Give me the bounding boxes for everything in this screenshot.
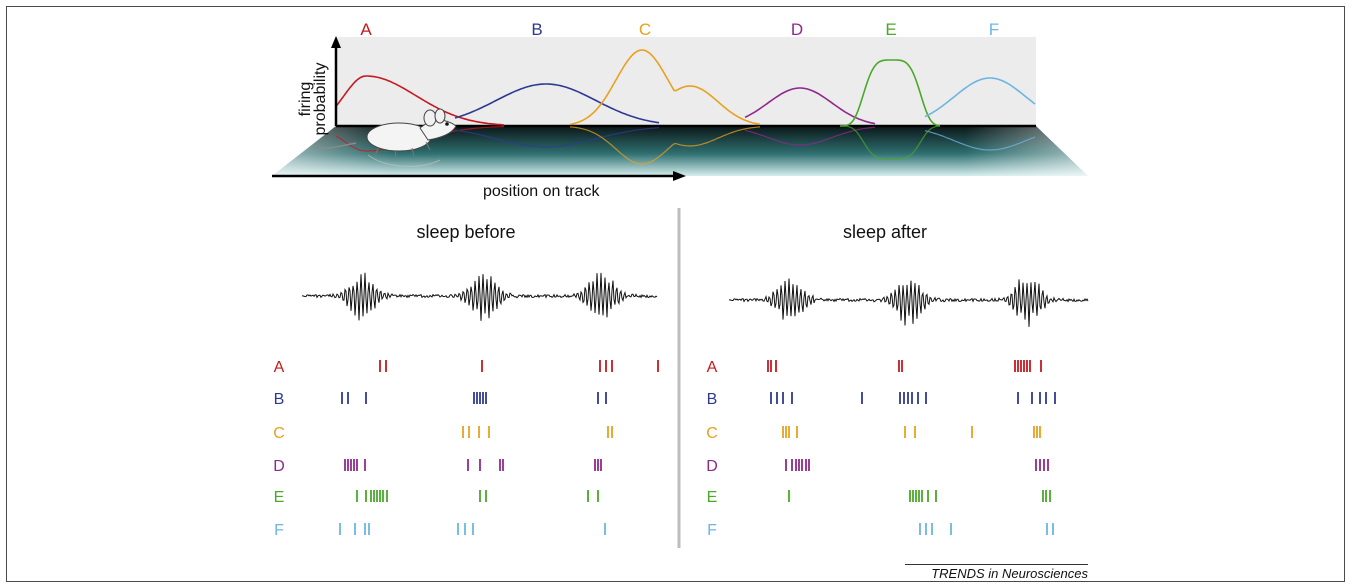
tuning-curve-reflection-c	[569, 126, 761, 165]
credit-text: TRENDS in Neurosciences	[931, 566, 1088, 581]
cell-label-f: F	[989, 20, 999, 39]
curve-reflections	[335, 125, 1036, 165]
tuning-curve-d	[744, 87, 876, 125]
panel-right-title: sleep after	[843, 222, 927, 242]
cell-label-a: A	[360, 20, 372, 39]
tuning-curve-reflection-f	[924, 130, 1036, 151]
tuning-curve-reflection-e	[840, 125, 941, 160]
lfp-trace-after	[728, 278, 1089, 327]
cell-label-b: B	[531, 20, 542, 39]
x-axis-label: position on track	[483, 183, 601, 200]
tuning-curve-c	[569, 49, 761, 126]
y-axis-label-probability: probability	[312, 62, 329, 136]
lfp-trace-before	[301, 272, 658, 321]
raster-row-label-after-b: B	[707, 391, 718, 408]
tuning-curves	[335, 49, 1036, 127]
raster-row-label-before-e: E	[274, 489, 285, 506]
raster-row-label-before-d: D	[273, 458, 285, 475]
raster-row-label-after-e: E	[707, 489, 718, 506]
y-axis-label-firing: firing	[297, 81, 314, 117]
tuning-curve-reflection-b	[454, 127, 660, 148]
raster-row-label-after-c: C	[706, 425, 718, 442]
tuning-curve-e	[839, 59, 941, 127]
lfp-traces	[301, 272, 1089, 327]
raster-row-label-after-d: D	[706, 458, 718, 475]
raster-row-label-before-a: A	[274, 359, 285, 376]
raster-row-label-before-b: B	[274, 391, 285, 408]
rat-icon	[312, 108, 457, 167]
raster-row-label-after-f: F	[707, 522, 717, 539]
tuning-curve-f	[924, 77, 1036, 118]
cell-letters: A B C D E F	[360, 20, 999, 39]
raster-row-label-after-a: A	[707, 359, 718, 376]
panel-left-title: sleep before	[416, 222, 515, 242]
y-axis-label: firing probability	[297, 54, 329, 144]
cell-label-c: C	[639, 20, 651, 39]
raster-row-label-before-f: F	[274, 522, 284, 539]
plot-backdrop	[336, 37, 1036, 127]
figure-frame	[6, 6, 1345, 582]
credit-rule	[905, 564, 1088, 565]
track-floor-sheen	[272, 126, 1088, 176]
y-axis-arrowhead	[331, 36, 341, 48]
x-axis-arrowhead	[673, 171, 686, 181]
cell-label-d: D	[791, 20, 803, 39]
tuning-curve-a	[335, 75, 505, 126]
raster-row-label-before-c: C	[273, 425, 285, 442]
cell-label-e: E	[885, 20, 896, 39]
tuning-curve-b	[454, 83, 660, 124]
tuning-curve-reflection-d	[744, 126, 876, 146]
